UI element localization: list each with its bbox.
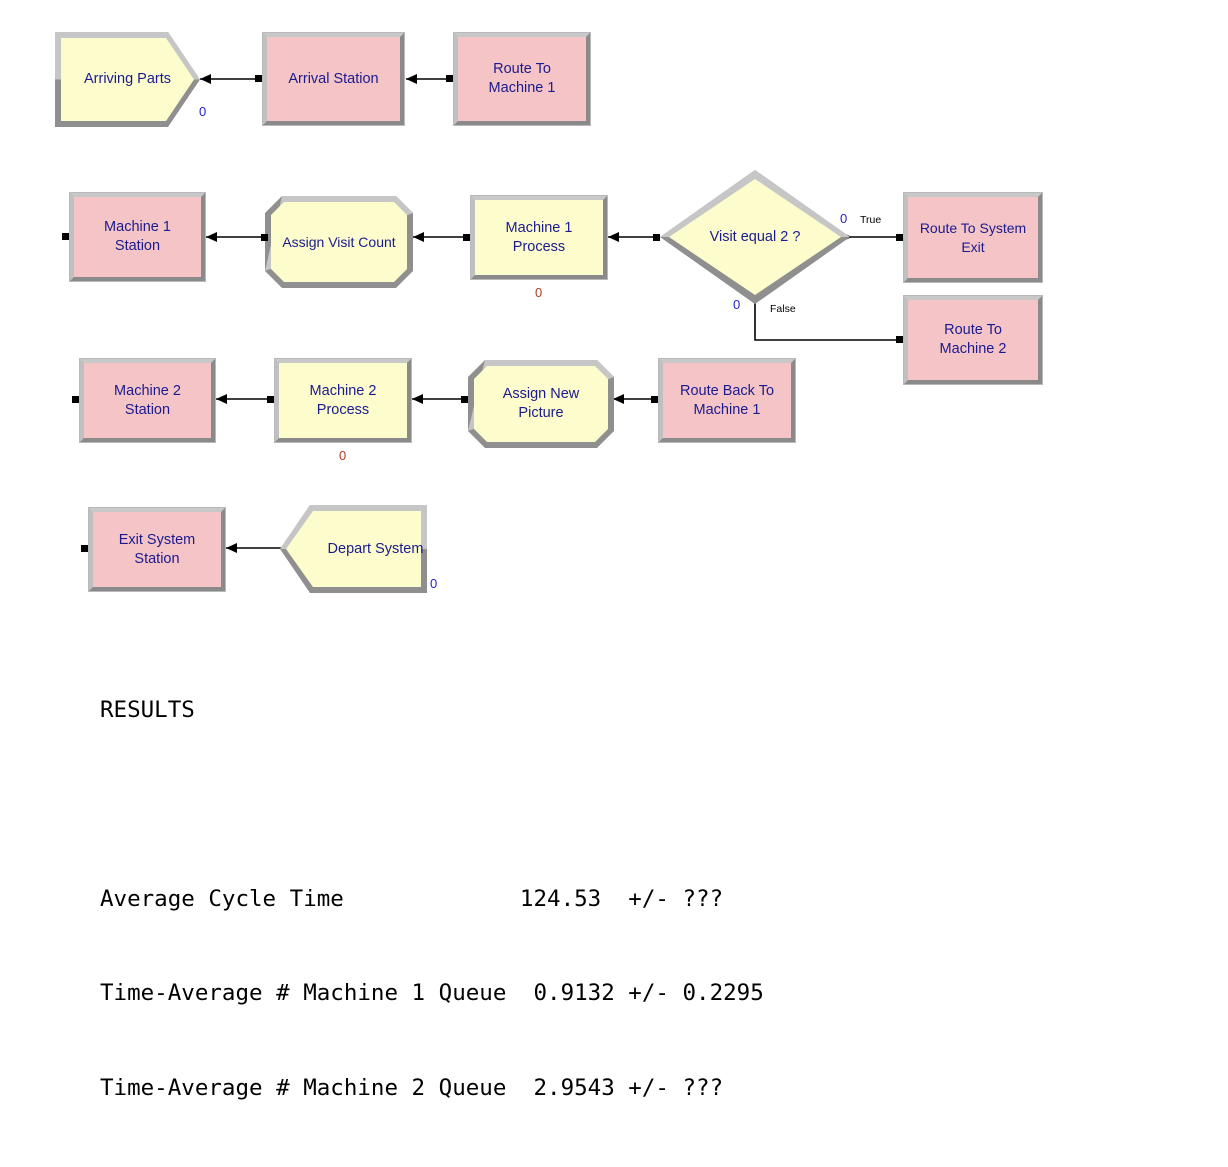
port-assign-new-picture-in[interactable] — [461, 396, 468, 403]
port-machine-2-station-in[interactable] — [72, 396, 79, 403]
block-machine-1-process[interactable]: Machine 1 Process — [470, 195, 608, 280]
block-machine-1-station[interactable]: Machine 1 Station — [69, 192, 206, 282]
block-fill — [271, 202, 407, 282]
block-route-to-machine-1[interactable]: Route To Machine 1 — [453, 32, 591, 126]
results-row-machine-1-queue: Time-Average # Machine 1 Queue 0.9132 +/… — [100, 980, 764, 1006]
counter-machine-1-queue: 0 — [535, 285, 543, 300]
block-frame — [658, 358, 796, 443]
arrowhead-m1station-to-assign — [206, 232, 217, 242]
block-frame — [453, 32, 591, 126]
port-route-back-to-machine-1-in[interactable] — [651, 396, 658, 403]
block-machine-2-station[interactable]: Machine 2 Station — [79, 358, 216, 443]
port-machine-1-process-in[interactable] — [463, 234, 470, 241]
block-frame — [903, 295, 1043, 385]
block-assign-new-picture[interactable]: Assign New Picture — [468, 360, 614, 448]
counter-decide-true: 0 — [840, 211, 848, 226]
block-visit-equal-2[interactable]: Visit equal 2 ? — [660, 170, 850, 304]
results-panel: RESULTS Average Cycle Time 124.53 +/- ??… — [100, 632, 764, 1167]
block-frame — [470, 195, 608, 280]
block-arriving-parts[interactable]: Arriving Parts — [55, 32, 200, 127]
port-exit-system-station-in[interactable] — [81, 545, 88, 552]
block-fill — [61, 38, 194, 121]
counter-machine-2-queue: 0 — [339, 448, 347, 463]
block-exit-system-station[interactable]: Exit System Station — [88, 507, 226, 592]
results-row-machine-2-queue: Time-Average # Machine 2 Queue 2.9543 +/… — [100, 1074, 724, 1101]
results-row-average-cycle-time: Average Cycle Time 124.53 +/- ??? — [100, 885, 724, 912]
branch-label-false: False — [770, 303, 796, 315]
block-route-to-system-exit[interactable]: Route To System Exit — [903, 192, 1043, 283]
arrowhead-assignpic-to-routeback — [613, 394, 624, 404]
results-spacer — [100, 790, 764, 821]
arrowhead-m2station-to-m2process — [216, 394, 227, 404]
port-machine-2-process-in[interactable] — [267, 396, 274, 403]
arrowhead-arrival-to-route1 — [406, 74, 417, 84]
block-route-to-machine-2[interactable]: Route To Machine 2 — [903, 295, 1043, 385]
block-route-back-to-machine-1[interactable]: Route Back To Machine 1 — [658, 358, 796, 443]
block-machine-2-process[interactable]: Machine 2 Process — [274, 358, 412, 443]
block-depart-system[interactable]: Depart System — [280, 505, 427, 593]
block-frame — [262, 32, 405, 126]
arrowhead-arriving-to-arrival — [200, 74, 211, 84]
arrowhead-m1process-to-decide — [608, 232, 619, 242]
block-fill — [286, 511, 421, 587]
arrowhead-exitstation-to-depart — [226, 543, 237, 553]
arrowhead-assign-to-m1process — [413, 232, 424, 242]
results-heading: RESULTS — [100, 697, 195, 723]
branch-label-true: True — [860, 214, 882, 226]
port-visit-equal-2-in[interactable] — [653, 234, 660, 241]
port-machine-1-station-in[interactable] — [62, 233, 69, 240]
port-arrival-station-in[interactable] — [255, 75, 262, 82]
block-frame — [79, 358, 216, 443]
block-frame — [69, 192, 206, 282]
port-route-to-machine-1-in[interactable] — [446, 75, 453, 82]
counter-depart-system: 0 — [430, 576, 438, 591]
block-arrival-station[interactable]: Arrival Station — [262, 32, 405, 126]
block-frame — [88, 507, 226, 592]
block-assign-visit-count[interactable]: Assign Visit Count — [265, 196, 413, 288]
model-canvas: Arriving Parts 0 Arrival Station Route T… — [0, 32, 1043, 1101]
port-assign-visit-count-in[interactable] — [261, 234, 268, 241]
port-route-to-system-exit-in[interactable] — [896, 234, 903, 241]
block-fill — [474, 366, 608, 442]
block-frame — [274, 358, 412, 443]
block-fill — [669, 179, 841, 295]
counter-arriving-parts: 0 — [199, 104, 207, 119]
arrowhead-m2process-to-assignpic — [412, 394, 423, 404]
counter-decide-false: 0 — [733, 297, 741, 312]
port-route-to-machine-2-in[interactable] — [896, 336, 903, 343]
block-frame — [903, 192, 1043, 283]
